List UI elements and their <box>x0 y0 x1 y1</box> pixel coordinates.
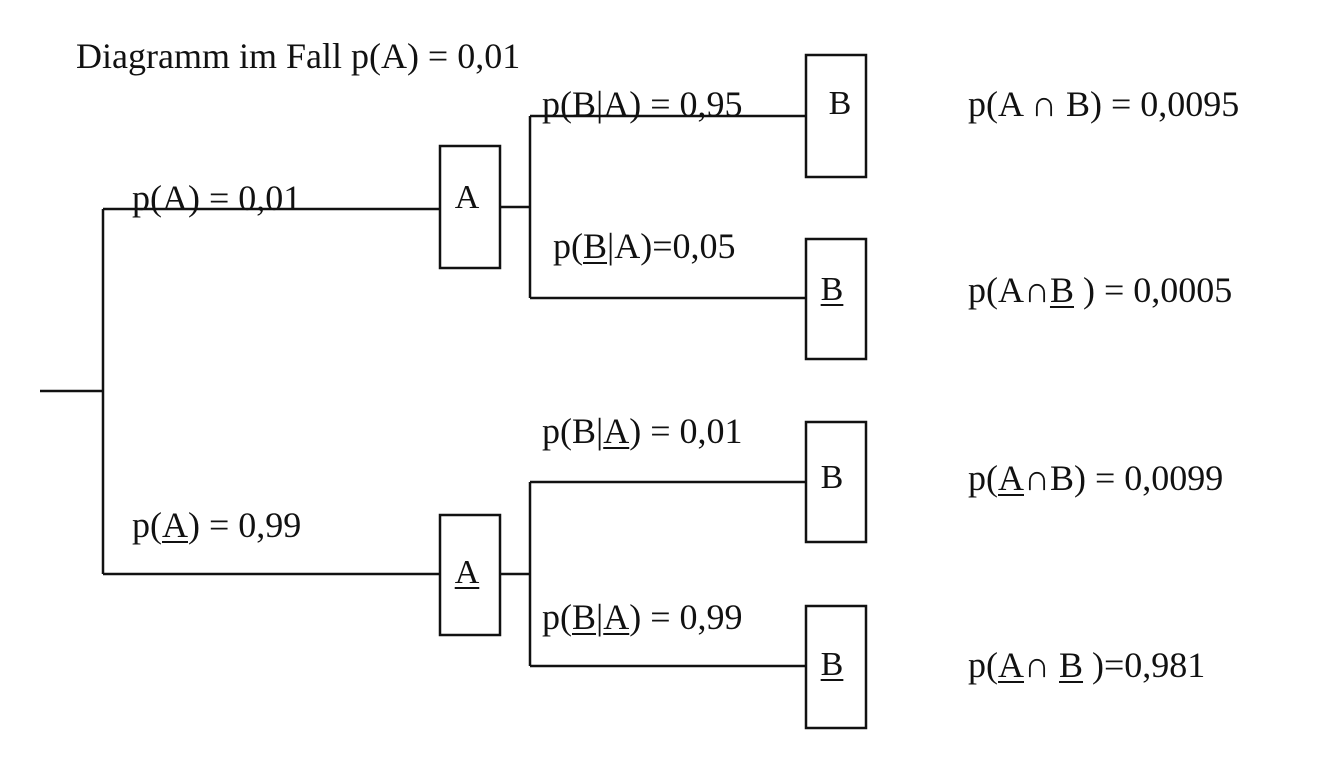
complement-symbol: A <box>998 458 1024 498</box>
node-label-not-a: A <box>437 553 497 593</box>
outcome-a-and-b: p(A ∩ B) = 0,0095 <box>968 84 1239 124</box>
label-segment: p( <box>132 178 162 218</box>
outcome-not-a-and-not-b: p(A∩ B )=0,981 <box>968 645 1205 685</box>
node-label-not-a-b: B <box>802 458 862 498</box>
branch-label-a: p(A) = 0,01 <box>132 178 301 218</box>
complement-symbol: B <box>572 597 597 637</box>
label-segment: | <box>596 597 604 637</box>
label-segment: ) = 0,01 <box>629 411 743 451</box>
diagram-title: Diagramm im Fall p(A) = 0,01 <box>76 36 521 76</box>
node-label-a-b: B <box>810 84 870 124</box>
label-segment: p( <box>968 458 998 498</box>
branch-label-not-a-b: p(B|A) = 0,01 <box>542 411 743 451</box>
label-segment: A <box>162 178 188 218</box>
label-segment: p( <box>553 226 583 266</box>
complement-symbol: A <box>603 411 630 451</box>
complement-symbol: B <box>1049 270 1074 310</box>
label-segment: p(B|A) = 0,95 <box>542 84 743 124</box>
label-segment: ) = 0,0005 <box>1074 270 1233 310</box>
branch-label-a-not-b: p(B|A)=0,05 <box>553 226 736 266</box>
label-segment: A <box>454 179 480 216</box>
label-segment: p(B| <box>542 411 604 451</box>
complement-symbol: A <box>162 505 188 545</box>
outcome-not-a-and-b: p(A∩B) = 0,0099 <box>968 458 1223 498</box>
node-box-a-not-b <box>804 237 868 361</box>
label-segment: p( <box>542 597 572 637</box>
label-segment: |A)=0,05 <box>607 226 736 266</box>
outcome-a-and-not-b: p(A∩B ) = 0,0005 <box>968 270 1232 310</box>
label-segment: B <box>820 459 844 496</box>
label-segment: p( <box>132 505 162 545</box>
node-label-a: A <box>437 178 497 218</box>
branch-label-not-a-not-b: p(B|A) = 0,99 <box>542 597 743 637</box>
label-segment: ∩ <box>1024 645 1059 685</box>
complement-symbol: B <box>820 646 844 683</box>
label-segment: p(A∩ <box>968 270 1050 310</box>
label-segment: ∩B) = 0,0099 <box>1024 458 1224 498</box>
label-segment: ) = 0,01 <box>188 178 302 218</box>
complement-symbol: A <box>454 554 480 591</box>
branch-label-not-a: p(A) = 0,99 <box>132 505 301 545</box>
complement-symbol: A <box>603 597 630 637</box>
label-segment: )=0,981 <box>1083 645 1206 685</box>
complement-symbol: A <box>998 645 1024 685</box>
complement-symbol: B <box>583 226 608 266</box>
node-box-not-a-b <box>804 420 868 544</box>
complement-symbol: B <box>1059 645 1084 685</box>
complement-symbol: B <box>820 271 844 308</box>
node-label-a-not-b: B <box>802 270 862 310</box>
label-segment: ) = 0,99 <box>629 597 743 637</box>
label-segment: p(A ∩ B) = 0,0095 <box>968 84 1240 124</box>
branch-label-a-b: p(B|A) = 0,95 <box>542 84 743 124</box>
node-label-not-a-not-b: B <box>802 645 862 685</box>
label-segment: p( <box>968 645 998 685</box>
label-segment: ) = 0,99 <box>188 505 302 545</box>
node-box-not-a-not-b <box>804 604 868 730</box>
label-segment: B <box>828 85 852 122</box>
node-box-a-b <box>804 53 868 179</box>
